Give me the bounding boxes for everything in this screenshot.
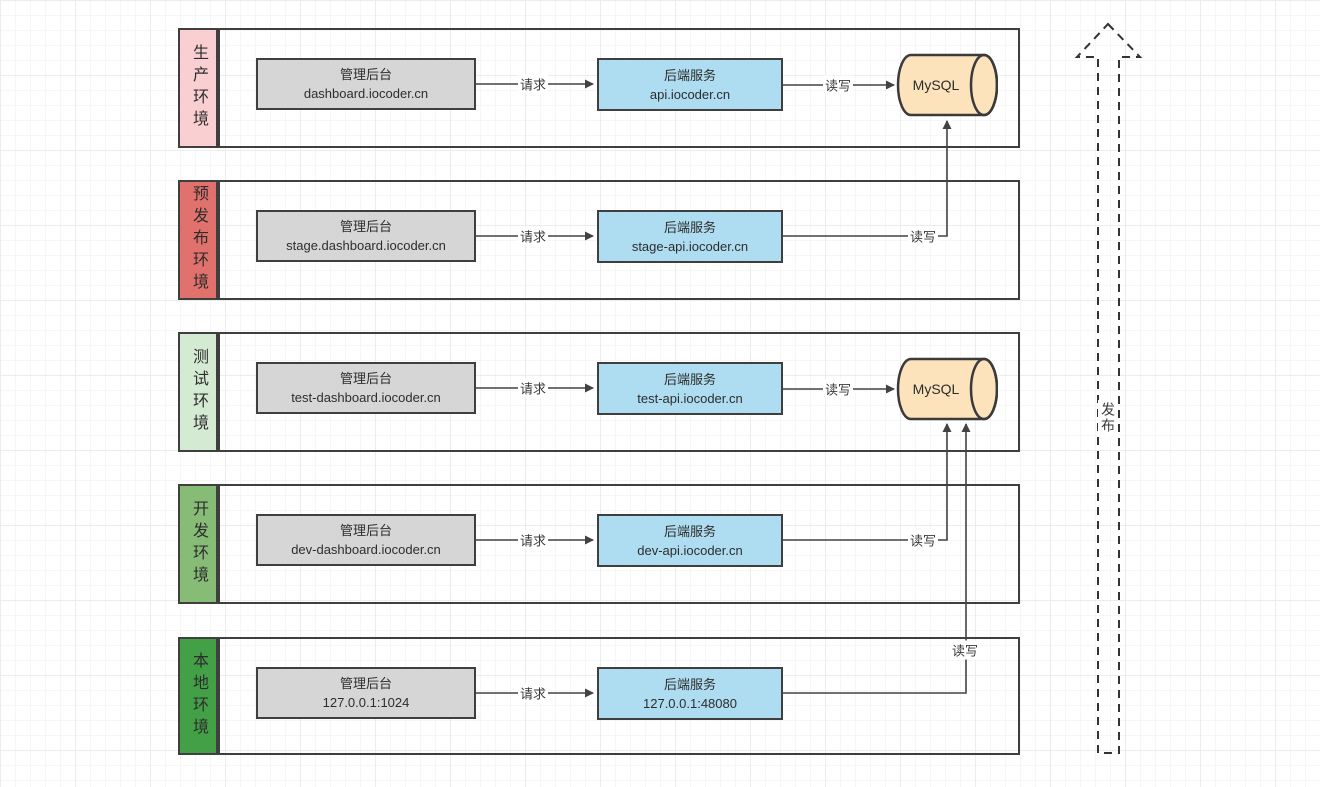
db-label: MySQL (912, 381, 960, 397)
node-backend-development[interactable]: 后端服务 dev-api.iocoder.cn (597, 514, 783, 567)
env-tab-test[interactable]: 测试环境 (178, 332, 218, 452)
env-tab-label: 预发布环境 (190, 185, 207, 295)
readwrite-label-local: 读写 (949, 640, 981, 660)
cylinder-icon (896, 357, 999, 421)
env-tab-development[interactable]: 开发环境 (178, 484, 218, 604)
node-host: 127.0.0.1:48080 (643, 695, 737, 711)
request-label-staging: 请求 (517, 226, 549, 246)
node-title: 管理后台 (339, 523, 392, 538)
publish-label: 发布 (1098, 400, 1118, 436)
node-backend-test[interactable]: 后端服务 test-api.iocoder.cn (597, 362, 783, 415)
env-tab-staging[interactable]: 预发布环境 (178, 180, 218, 300)
node-title: 管理后台 (339, 219, 392, 234)
env-tab-production[interactable]: 生产环境 (178, 28, 218, 148)
node-admin-local[interactable]: 管理后台 127.0.0.1:1024 (256, 667, 476, 719)
node-title: 后端服务 (663, 523, 716, 539)
node-host: dev-api.iocoder.cn (637, 542, 743, 558)
node-title: 后端服务 (663, 219, 716, 235)
node-backend-local[interactable]: 后端服务 127.0.0.1:48080 (597, 667, 783, 720)
node-admin-production[interactable]: 管理后台 dashboard.iocoder.cn (256, 58, 476, 110)
node-host: dev-dashboard.iocoder.cn (291, 542, 441, 557)
node-admin-development[interactable]: 管理后台 dev-dashboard.iocoder.cn (256, 514, 476, 566)
request-label-test: 请求 (517, 378, 549, 398)
node-host: stage.dashboard.iocoder.cn (286, 238, 446, 253)
env-box-staging[interactable] (218, 180, 1020, 300)
request-label-production: 请求 (517, 74, 549, 94)
publish-block-arrow[interactable] (1074, 22, 1143, 754)
readwrite-label-staging: 读写 (907, 226, 939, 246)
node-title: 管理后台 (339, 676, 392, 691)
node-title: 管理后台 (339, 371, 392, 386)
node-title: 后端服务 (663, 371, 716, 387)
env-tab-local[interactable]: 本地环境 (178, 637, 218, 755)
node-host: test-dashboard.iocoder.cn (291, 390, 441, 405)
node-title: 管理后台 (339, 67, 392, 82)
node-backend-staging[interactable]: 后端服务 stage-api.iocoder.cn (597, 210, 783, 263)
db-label: MySQL (912, 77, 960, 93)
node-title: 后端服务 (663, 67, 716, 83)
env-tab-label: 测试环境 (190, 348, 207, 436)
mysql-cylinder-production[interactable]: MySQL (896, 53, 999, 117)
env-tab-label: 本地环境 (190, 652, 207, 740)
node-host: stage-api.iocoder.cn (631, 238, 749, 254)
readwrite-label-test: 读写 (822, 379, 854, 399)
node-host: test-api.iocoder.cn (637, 390, 743, 406)
env-box-local[interactable] (218, 637, 1020, 755)
request-label-development: 请求 (517, 530, 549, 550)
env-box-test[interactable] (218, 332, 1020, 452)
readwrite-label-production: 读写 (822, 75, 854, 95)
readwrite-label-development: 读写 (907, 530, 939, 550)
mysql-cylinder-test[interactable]: MySQL (896, 357, 999, 421)
env-tab-label: 生产环境 (190, 44, 207, 132)
request-label-local: 请求 (517, 683, 549, 703)
node-host: dashboard.iocoder.cn (303, 86, 429, 101)
cylinder-icon (896, 53, 999, 117)
cylinder-rim (969, 53, 999, 117)
cylinder-rim (969, 357, 999, 421)
node-title: 后端服务 (663, 676, 716, 692)
node-admin-staging[interactable]: 管理后台 stage.dashboard.iocoder.cn (256, 210, 476, 262)
env-tab-label: 开发环境 (190, 500, 207, 588)
env-box-development[interactable] (218, 484, 1020, 604)
node-admin-test[interactable]: 管理后台 test-dashboard.iocoder.cn (256, 362, 476, 414)
node-backend-production[interactable]: 后端服务 api.iocoder.cn (597, 58, 783, 111)
node-host: api.iocoder.cn (649, 86, 731, 102)
node-host: 127.0.0.1:1024 (322, 695, 410, 710)
env-box-production[interactable] (218, 28, 1020, 148)
